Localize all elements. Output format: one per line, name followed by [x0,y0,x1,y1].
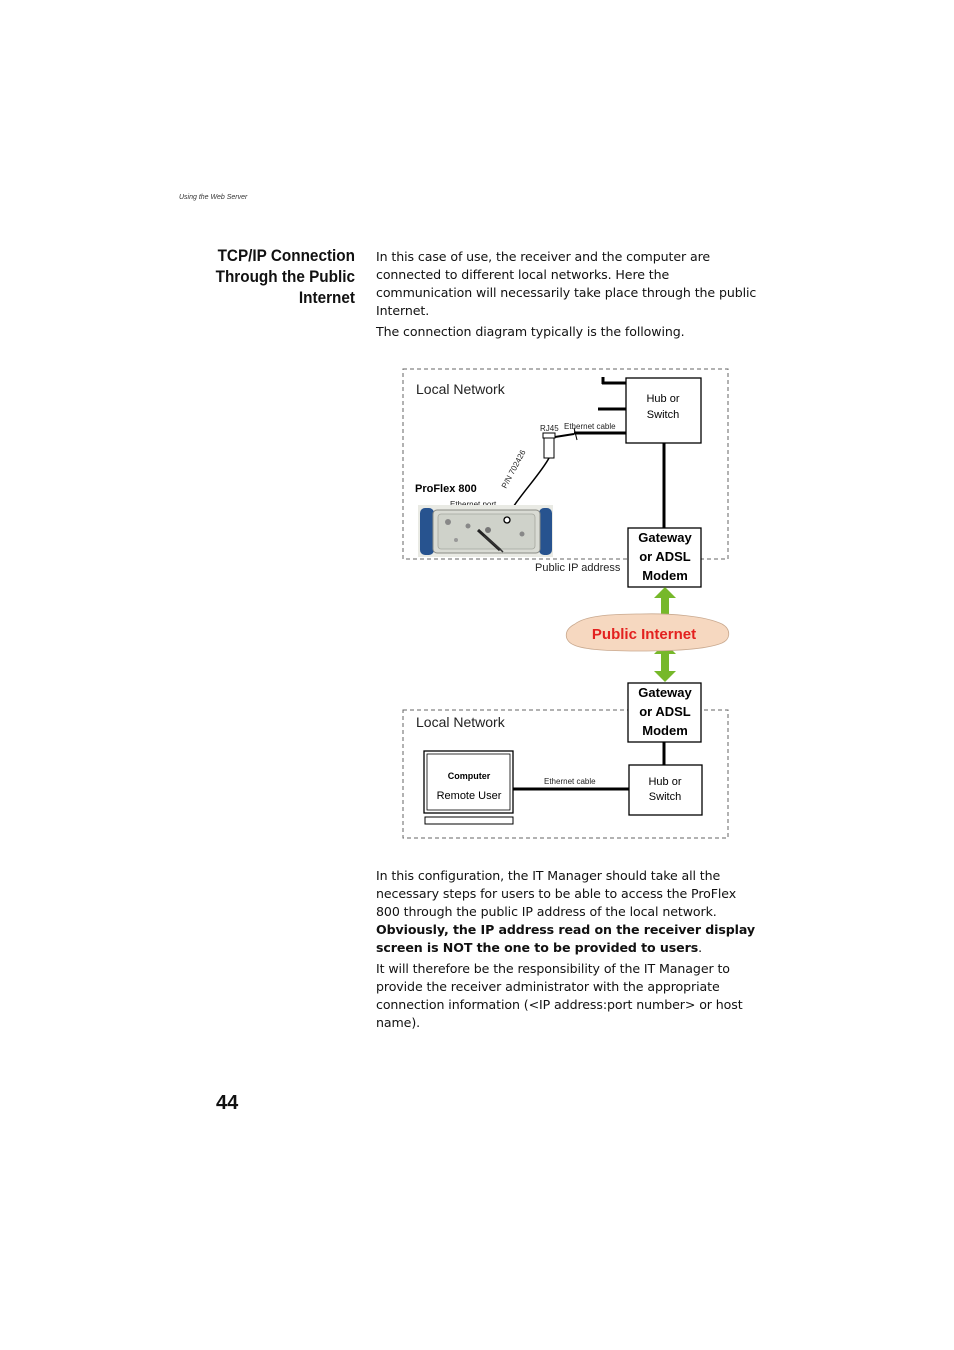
intro-paragraph-2: The connection diagram typically is the … [376,324,685,339]
bottom-gateway-modem [627,682,702,743]
top-hub-switch [625,377,702,444]
top-hub-line-2: Switch [647,409,679,421]
top-gateway-modem [627,527,702,588]
top-gateway-line-1: Gateway [638,530,692,545]
ethernet-port-label: Ethernet port [450,500,497,509]
public-internet-label: Public Internet [592,626,696,643]
section-title-line-3: Internet [298,288,355,307]
arrow-bottom [654,643,676,682]
config-paragraph-1-bold: Obviously, the IP address read on the re… [376,922,756,955]
top-network-boundary [402,368,729,560]
bottom-hub-switch [628,764,703,816]
intro-text: In this case of use, the receiver and th… [376,248,761,344]
connection-diagram: Local Network Hub or Switch RJ45 Etherne… [402,368,730,839]
bottom-gateway-line-2: or ADSL [639,704,691,719]
internet-cloud [565,613,730,652]
section-title-line-2: Through the Public [215,267,355,286]
config-paragraph-1-end: . [698,940,703,955]
section-title: TCP/IP Connection Through the Public Int… [180,245,355,308]
rj45-label: RJ45 [540,424,559,433]
rj45-connector [542,432,556,439]
part-number: P/N 702426 [500,448,528,490]
top-gateway-line-3: Modem [642,568,688,583]
bottom-hub-line-1: Hub or [648,776,681,788]
config-paragraph-2: It will therefore be the responsibility … [376,961,743,1030]
public-ip-label: Public IP address [535,562,621,574]
bottom-network-boundary [402,709,729,839]
proflex-device-image [418,505,553,557]
bottom-hub-line-2: Switch [649,791,681,803]
bottom-network-label: Local Network [416,714,506,730]
bottom-cable-label: Ethernet cable [544,777,596,786]
top-gateway-line-2: or ADSL [639,549,691,564]
remote-user-label: Remote User [437,790,502,802]
config-paragraph-1-plain: In this configuration, the IT Manager sh… [376,868,737,919]
top-hub-line-1: Hub or [646,393,679,405]
bottom-gateway-line-1: Gateway [638,685,692,700]
top-network-label: Local Network [416,381,506,397]
page-number: 44 [216,1092,239,1114]
bottom-gateway-line-3: Modem [642,723,688,738]
intro-paragraph-1: In this case of use, the receiver and th… [376,249,757,318]
section-title-line-1: TCP/IP Connection [217,246,355,265]
top-cable-label: Ethernet cable [564,422,616,431]
device-label: ProFlex 800 [415,483,477,495]
running-head: Using the Web Server [179,194,248,201]
config-paragraph-1: In this configuration, the IT Manager sh… [376,867,761,957]
config-text: In this configuration, the IT Manager sh… [376,867,761,1035]
computer-label: Computer [448,771,491,781]
computer-icon [423,750,514,825]
